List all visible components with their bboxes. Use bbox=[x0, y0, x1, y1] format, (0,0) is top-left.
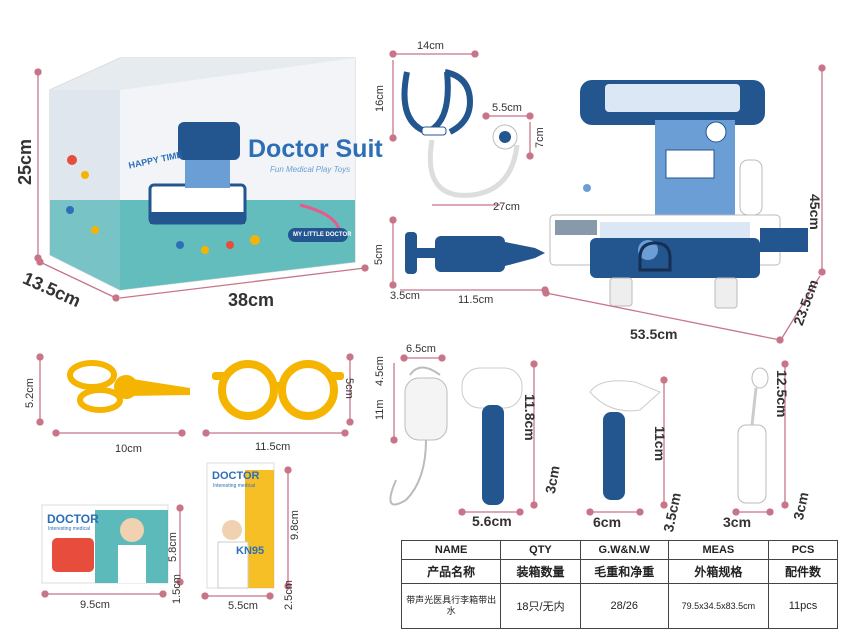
medicine-bottle bbox=[737, 367, 769, 504]
spec-col-qty: QTY bbox=[500, 539, 581, 561]
box-package bbox=[49, 57, 356, 291]
bottle-dimension-lines bbox=[732, 360, 789, 516]
card1-dimension-lines bbox=[41, 504, 184, 598]
syringe-length-label: 11.5cm bbox=[458, 294, 494, 306]
card2-mask-label: KN95 bbox=[236, 545, 265, 557]
glasses-width-label: 11.5cm bbox=[255, 441, 291, 453]
card1-width-label: 9.5cm bbox=[80, 599, 110, 611]
box-badge: MY LITTLE DOCTOR bbox=[293, 232, 352, 238]
box-height-label: 25cm bbox=[15, 138, 35, 185]
spec-name-value: 带声光医具行李箱带出水 bbox=[400, 583, 502, 629]
otoscope-height-label: 11cm bbox=[652, 426, 668, 462]
spec-meas-value: 79.5x34.5x83.5cm bbox=[667, 583, 770, 629]
spec-col-name-cn: 产品名称 bbox=[400, 559, 502, 585]
iv-depth-label: 4.5cm bbox=[374, 356, 386, 386]
box-subtitle: Fun Medical Play Toys bbox=[270, 165, 351, 174]
spec-pcs-value: 11pcs bbox=[768, 583, 838, 629]
iv-width-label: 6.5cm bbox=[406, 343, 436, 355]
iv-bag-dimension-lines bbox=[390, 354, 446, 444]
stethoscope-dimension-lines bbox=[389, 50, 534, 206]
bottle-height-label: 12.5cm bbox=[774, 370, 790, 418]
scissors-height-label: 5.2cm bbox=[24, 378, 36, 408]
card-2 bbox=[206, 462, 275, 589]
card1-subtitle: Interesting medical bbox=[48, 526, 90, 532]
spec-header-cn-row: 产品名称 装箱数量 毛重和净重 外箱规格 配件数 bbox=[400, 559, 838, 585]
spec-header-en-row: NAME QTY G.W&N.W MEAS PCS bbox=[400, 539, 838, 561]
card1-depth-label: 1.5cm bbox=[171, 574, 183, 604]
scissors bbox=[67, 360, 190, 413]
stethoscope bbox=[401, 69, 520, 198]
stethoscope-width-label: 14cm bbox=[417, 40, 444, 52]
otoscope bbox=[589, 380, 661, 500]
syringe-height-label: 5cm bbox=[373, 244, 385, 265]
stethoscope-head-height-label: 7cm bbox=[534, 127, 546, 148]
playset bbox=[549, 80, 808, 309]
spec-col-qty-cn: 装箱数量 bbox=[500, 559, 581, 585]
scissors-dimension-lines bbox=[36, 353, 186, 437]
card2-width-label: 5.5cm bbox=[228, 600, 258, 612]
spec-col-weight: G.W&N.W bbox=[579, 539, 669, 561]
box-title: Doctor Suit bbox=[248, 135, 383, 163]
stethoscope-head-width-label: 5.5cm bbox=[492, 102, 522, 114]
box-width-label: 38cm bbox=[228, 290, 275, 310]
spec-col-pcs-cn: 配件数 bbox=[768, 559, 838, 585]
hammer-dimension-lines bbox=[458, 360, 538, 516]
card2-title: DOCTOR bbox=[212, 470, 260, 482]
spec-col-name: NAME bbox=[400, 539, 502, 561]
hammer-height-label: 11.8cm bbox=[522, 394, 538, 441]
card-1 bbox=[41, 504, 169, 584]
card2-height-label: 9.8cm bbox=[289, 510, 301, 540]
spec-col-pcs: PCS bbox=[768, 539, 838, 561]
stethoscope-height-label: 16cm bbox=[374, 85, 386, 112]
playset-height-label: 45cm bbox=[807, 194, 823, 230]
spec-qty-value: 18只/无内 bbox=[500, 583, 581, 629]
scissors-width-label: 10cm bbox=[115, 443, 142, 455]
spec-col-meas: MEAS bbox=[667, 539, 770, 561]
reflex-hammer bbox=[461, 367, 523, 505]
card2-dimension-lines bbox=[201, 466, 292, 600]
syringe-depth-label: 3.5cm bbox=[390, 290, 420, 302]
playset-dimension-lines bbox=[542, 64, 826, 344]
spec-weight-value: 28/26 bbox=[579, 583, 669, 629]
glasses-height-label: 5cm bbox=[343, 378, 355, 399]
otoscope-dimension-lines bbox=[586, 376, 668, 516]
hammer-width-label: 5.6cm bbox=[472, 513, 512, 529]
spec-col-meas-cn: 外箱规格 bbox=[667, 559, 770, 585]
bottle-width-label: 3cm bbox=[723, 514, 752, 530]
card2-depth-label: 2.5cm bbox=[283, 580, 295, 610]
otoscope-width-label: 6cm bbox=[593, 514, 622, 530]
glasses bbox=[212, 360, 344, 420]
card2-subtitle: Interesting medical bbox=[213, 483, 255, 489]
iv-bag bbox=[389, 366, 448, 506]
card1-title: DOCTOR bbox=[47, 512, 99, 526]
spec-data-row: 带声光医具行李箱带出水 18只/无内 28/26 79.5x34.5x83.5c… bbox=[400, 583, 838, 629]
spec-col-weight-cn: 毛重和净重 bbox=[579, 559, 669, 585]
stethoscope-length-label: 27cm bbox=[493, 201, 520, 213]
spec-table: NAME QTY G.W&N.W MEAS PCS 产品名称 装箱数量 毛重和净… bbox=[400, 539, 838, 629]
playset-width-label: 53.5cm bbox=[630, 326, 678, 342]
iv-height-label: 11m bbox=[374, 399, 386, 420]
syringe bbox=[405, 232, 545, 274]
card1-height-label: 5.8cm bbox=[167, 532, 179, 562]
glasses-dimension-lines bbox=[202, 353, 354, 437]
box-dimension-lines bbox=[34, 68, 369, 302]
